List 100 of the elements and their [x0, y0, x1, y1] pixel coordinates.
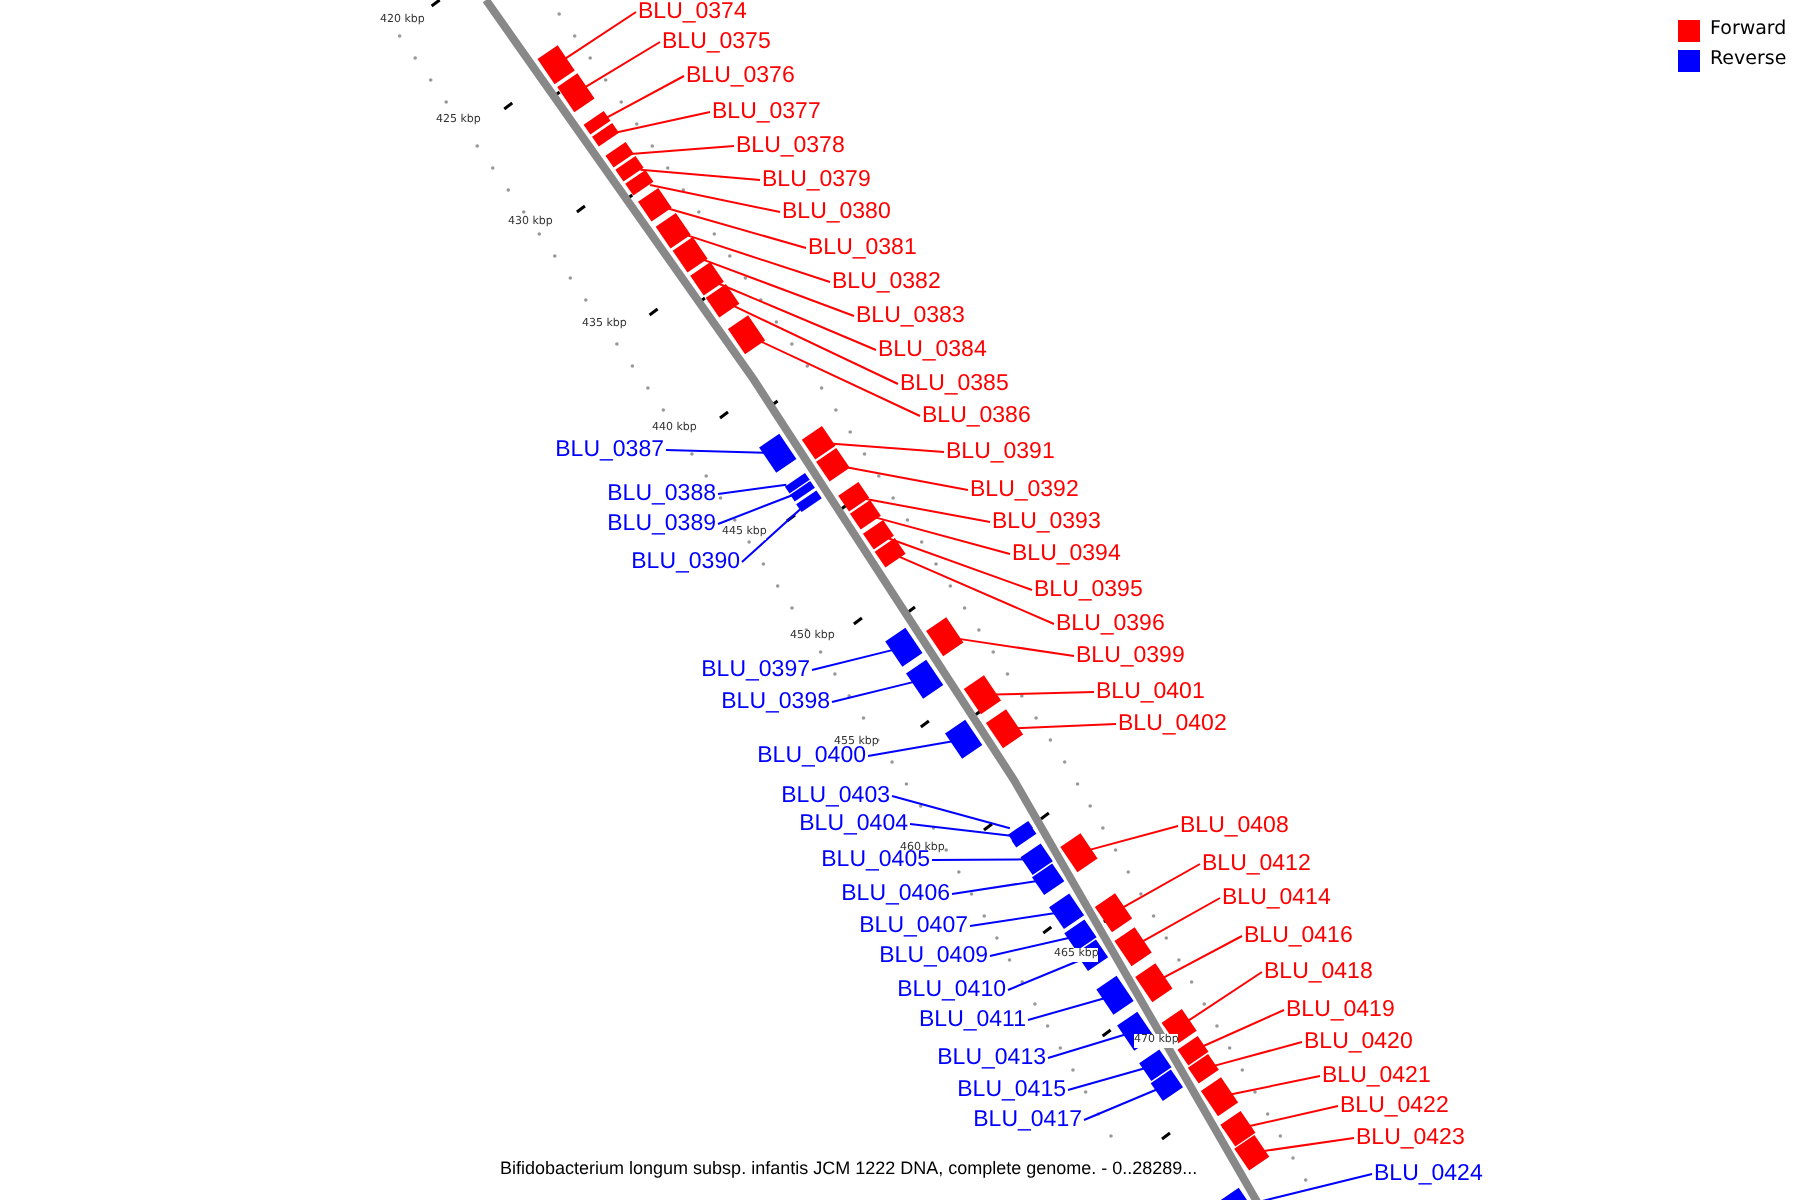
gene-block: [655, 213, 691, 249]
leader-line: [1141, 897, 1221, 943]
gene-block: [1161, 1009, 1197, 1045]
leader-line: [863, 497, 991, 523]
leader-line: [931, 858, 1027, 861]
gene-label: BLU_0419: [1286, 996, 1395, 1024]
gene-block: [801, 425, 836, 460]
gene-label: BLU_0424: [1374, 1160, 1483, 1188]
gene-block: [638, 187, 672, 222]
gene-label: BLU_0395: [1034, 576, 1143, 604]
gene-block: [557, 73, 595, 113]
leader-line: [1162, 935, 1243, 979]
gene-block: [963, 675, 1002, 715]
gene-label: BLU_0412: [1202, 850, 1311, 878]
gene-label: BLU_0388: [607, 480, 716, 508]
leader-line: [899, 556, 1055, 625]
leader-line: [875, 516, 1011, 555]
leader-line: [992, 691, 1095, 696]
gene-block: [592, 122, 619, 147]
gene-label: BLU_0379: [762, 166, 871, 194]
gene-label: BLU_0380: [782, 198, 891, 226]
gene-block: [625, 169, 654, 196]
gene-block: [862, 519, 894, 550]
leader-line: [615, 111, 711, 134]
gene-label: BLU_0402: [1118, 710, 1227, 738]
gene-label: BLU_0409: [879, 942, 988, 970]
gene-block: [985, 709, 1024, 749]
gene-block: [838, 481, 870, 512]
leader-line: [639, 168, 761, 181]
leader-line: [1122, 863, 1201, 909]
leader-line: [664, 206, 807, 249]
gene-block: [759, 433, 797, 473]
gene-label: BLU_0415: [957, 1076, 1066, 1104]
leader-line: [1007, 958, 1083, 991]
leader-line: [564, 11, 637, 60]
leader-line: [1027, 997, 1106, 1021]
gene-block: [1200, 1077, 1239, 1117]
caption: Bifidobacterium longum subsp. infantis JCM 1222 DNA, complete genome. - 0..28289...: [500, 1156, 1198, 1182]
leader-line: [1229, 1075, 1321, 1096]
leader-line: [1261, 1137, 1355, 1153]
gene-block: [874, 537, 906, 568]
gene-label: BLU_0377: [712, 98, 821, 126]
gene-label: BLU_0422: [1340, 1092, 1449, 1120]
gene-block: [1234, 1135, 1270, 1171]
gene-block: [1020, 843, 1053, 876]
gene-label: BLU_0386: [922, 402, 1031, 430]
gene-block: [1220, 1111, 1256, 1147]
gene-label: BLU_0407: [859, 912, 968, 940]
leader-line: [887, 537, 1033, 591]
gene-block: [885, 627, 923, 667]
gene-block: [1096, 975, 1134, 1015]
leader-line: [717, 483, 788, 495]
legend-label: Forward: [1710, 18, 1787, 42]
gene-label: BLU_0404: [799, 810, 908, 838]
gene-block: [796, 490, 822, 513]
leader-line: [828, 442, 945, 453]
gene-block: [705, 283, 740, 318]
gene-label: BLU_0420: [1304, 1028, 1413, 1056]
leader-line: [584, 41, 661, 89]
leader-line: [1213, 1041, 1303, 1067]
gene-label: BLU_0382: [832, 268, 941, 296]
leader-line: [605, 75, 685, 119]
gene-block: [690, 261, 724, 296]
gene-block: [1187, 1053, 1219, 1084]
leader-line: [1202, 1009, 1285, 1048]
leader-line: [811, 648, 895, 671]
leader-line: [951, 879, 1039, 895]
leader-line: [699, 257, 855, 317]
gene-label: BLU_0417: [973, 1106, 1082, 1134]
leader-line: [649, 184, 781, 213]
leader-line: [1014, 723, 1117, 730]
leader-line: [629, 145, 735, 155]
leader-line: [909, 823, 1015, 837]
gene-label: BLU_0385: [900, 370, 1009, 398]
gene-block: [583, 110, 611, 135]
gene-block: [790, 480, 815, 502]
gene-label: BLU_0394: [1012, 540, 1121, 568]
gene-block: [816, 447, 850, 482]
gene-label: BLU_0376: [686, 62, 795, 90]
gene-block: [605, 141, 634, 168]
leader-line: [1067, 1067, 1146, 1091]
leader-line: [755, 338, 921, 417]
gene-label: BLU_0375: [662, 28, 771, 56]
gene-block: [849, 499, 881, 530]
leader-line: [716, 282, 877, 351]
leader-line: [1083, 1088, 1158, 1121]
leader-line: [842, 465, 969, 491]
gene-label: BLU_0393: [992, 508, 1101, 536]
leader-line: [891, 795, 1011, 830]
gene-label: BLU_0403: [781, 782, 890, 810]
gene-label: BLU_0410: [897, 976, 1006, 1004]
gene-block: [1177, 1035, 1209, 1066]
gene-block: [1011, 826, 1037, 848]
leader-line: [731, 304, 899, 385]
gene-block: [784, 472, 810, 494]
gene-block: [1032, 863, 1065, 896]
leader-line: [1187, 971, 1263, 1022]
gene-label: BLU_0406: [841, 880, 950, 908]
gene-block: [1060, 833, 1098, 873]
gene-block: [906, 659, 944, 699]
